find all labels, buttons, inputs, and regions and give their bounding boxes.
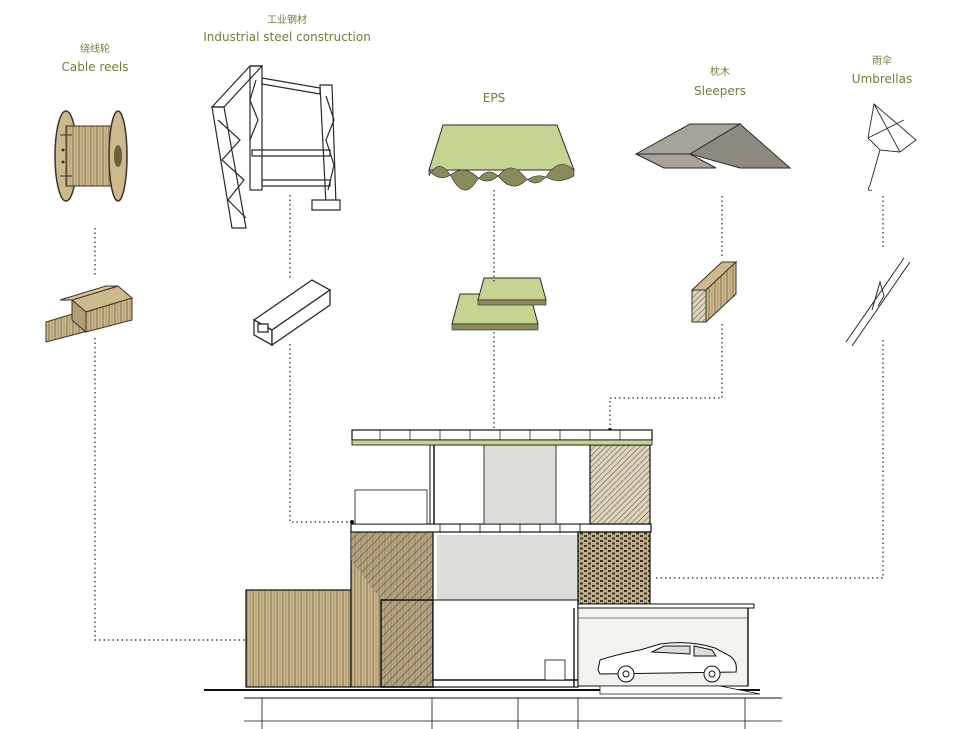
umbrella-icon	[867, 103, 917, 191]
eps-stack-icon	[451, 277, 547, 331]
sleepers-label-cn: 枕木	[710, 67, 730, 78]
steel-label-cn: 工业钢材	[267, 15, 307, 26]
umbrellas-label: Umbrellas	[851, 72, 913, 86]
car-icon	[597, 642, 737, 683]
cable-reels-label-cn: 绕线轮	[80, 44, 110, 55]
steel-channel-icon	[252, 279, 332, 347]
wood-planks-icon	[45, 285, 134, 343]
eps-label: EPS	[482, 91, 506, 105]
house-section	[204, 429, 782, 729]
umbrella-detail-icon	[845, 257, 911, 347]
umbrellas-label-cn: 雨伞	[872, 56, 892, 67]
cable-reel-icon	[54, 110, 128, 202]
eps-board-icon	[428, 124, 575, 191]
steel-label: Industrial steel construction	[203, 30, 371, 44]
leader-lines	[94, 190, 884, 641]
sleepers-label: Sleepers	[694, 84, 746, 98]
sleeper-beam-icon	[690, 260, 738, 324]
sleeper-icon	[634, 123, 792, 169]
cable-reels-label: Cable reels	[61, 60, 129, 74]
steel-frame-icon	[210, 65, 341, 229]
